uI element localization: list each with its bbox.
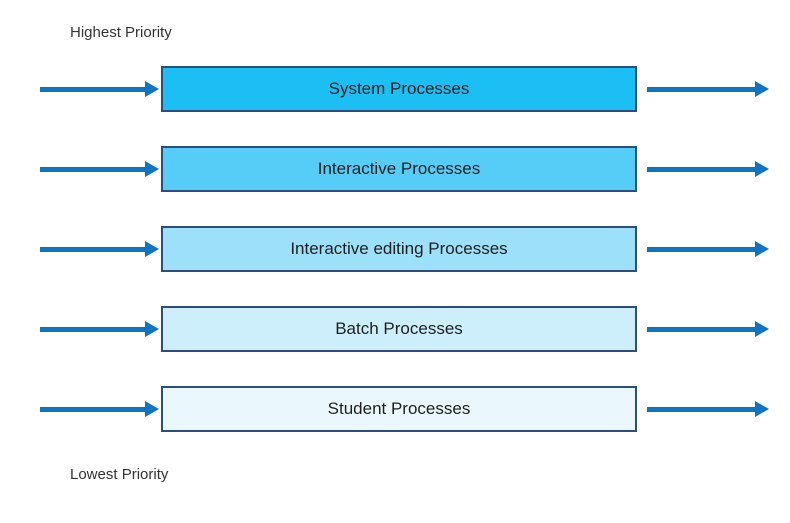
outgoing-arrow-icon	[647, 81, 769, 97]
incoming-arrow-icon	[40, 81, 159, 97]
arrow-shaft	[40, 166, 145, 172]
incoming-arrow-icon	[40, 161, 159, 177]
arrow-head	[145, 241, 159, 257]
arrow-head	[755, 241, 769, 257]
arrow-head	[145, 401, 159, 417]
arrow-shaft	[40, 326, 145, 332]
incoming-arrow-icon	[40, 241, 159, 257]
arrow-shaft	[40, 406, 145, 412]
arrow-head	[145, 81, 159, 97]
arrow-head	[145, 321, 159, 337]
arrow-shaft	[40, 86, 145, 92]
arrow-head	[145, 161, 159, 177]
outgoing-arrow-icon	[647, 321, 769, 337]
arrow-head	[755, 81, 769, 97]
outgoing-arrow-icon	[647, 161, 769, 177]
queue-box-system-processes: System Processes	[161, 66, 637, 112]
arrow-head	[755, 321, 769, 337]
incoming-arrow-icon	[40, 401, 159, 417]
arrow-shaft	[647, 86, 755, 92]
lowest-priority-label: Lowest Priority	[70, 466, 169, 483]
outgoing-arrow-icon	[647, 401, 769, 417]
arrow-shaft	[647, 326, 755, 332]
arrow-head	[755, 401, 769, 417]
queue-box-interactive-processes: Interactive Processes	[161, 146, 637, 192]
arrow-shaft	[40, 246, 145, 252]
queue-box-interactive-editing-processes: Interactive editing Processes	[161, 226, 637, 272]
arrow-head	[755, 161, 769, 177]
incoming-arrow-icon	[40, 321, 159, 337]
queue-box-batch-processes: Batch Processes	[161, 306, 637, 352]
queue-box-student-processes: Student Processes	[161, 386, 637, 432]
arrow-shaft	[647, 246, 755, 252]
arrow-shaft	[647, 166, 755, 172]
highest-priority-label: Highest Priority	[70, 24, 172, 41]
outgoing-arrow-icon	[647, 241, 769, 257]
arrow-shaft	[647, 406, 755, 412]
